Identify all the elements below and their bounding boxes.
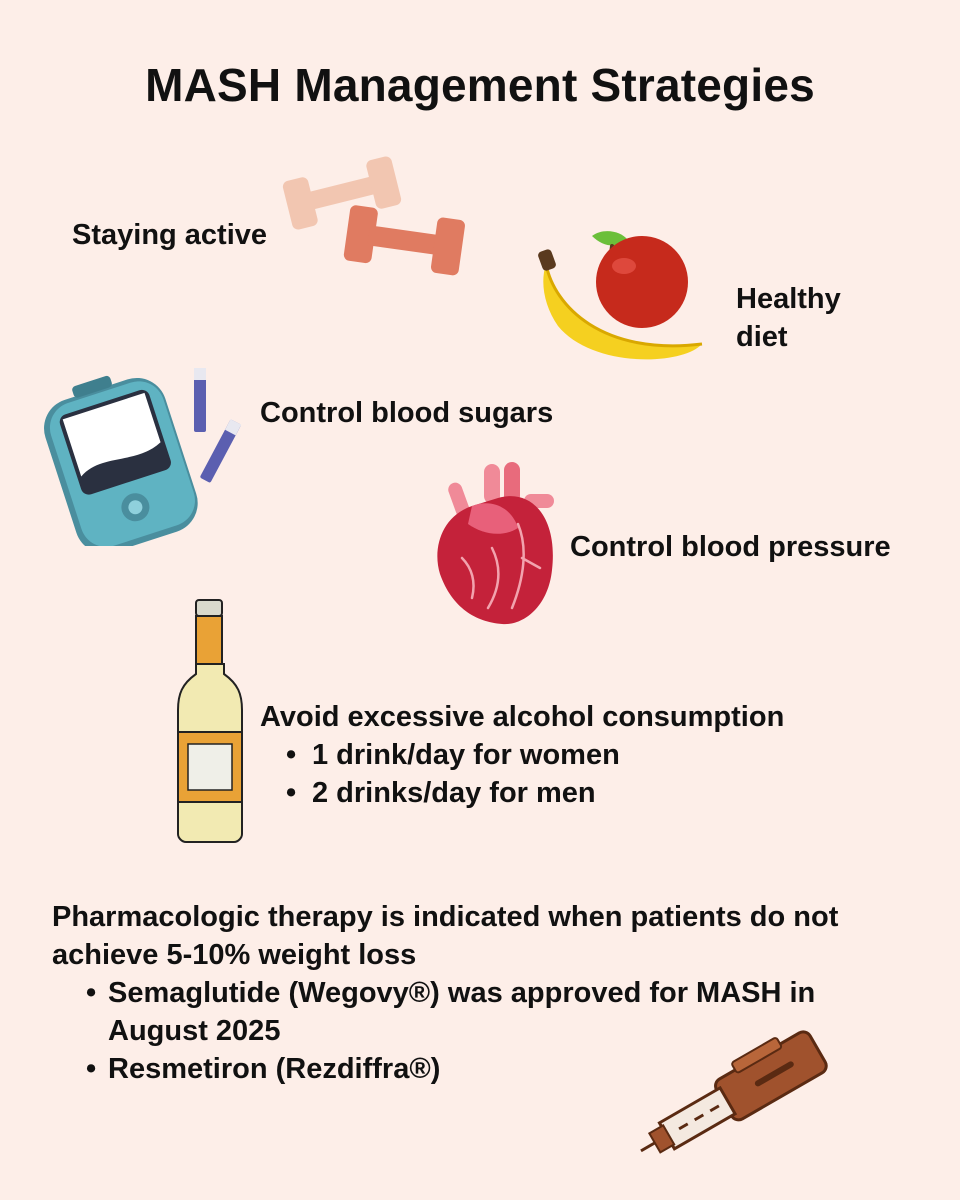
alcohol-list: 1 drink/day for women 2 drinks/day for m… — [282, 736, 784, 812]
injection-pen-icon — [626, 1026, 842, 1164]
alcohol-section: Avoid excessive alcohol consumption 1 dr… — [260, 698, 784, 812]
list-item: 2 drinks/day for men — [282, 774, 784, 812]
list-item: Semaglutide (Wegovy®) was approved for M… — [82, 974, 868, 1050]
healthy-diet-label: Healthy diet — [736, 283, 841, 353]
pharmacologic-section: Pharmacologic therapy is indicated when … — [52, 898, 912, 1088]
pharmacologic-intro: Pharmacologic therapy is indicated when … — [52, 901, 839, 971]
control-blood-pressure-label: Control blood pressure — [570, 531, 891, 563]
alcohol-heading: Avoid excessive alcohol consumption — [260, 701, 785, 733]
glucometer-icon — [44, 360, 250, 546]
control-blood-sugars-label: Control blood sugars — [260, 397, 554, 429]
wine-bottle-icon — [174, 598, 246, 844]
list-item: Resmetiron (Rezdiffra®) — [82, 1050, 912, 1088]
staying-active-label: Staying active — [72, 219, 268, 251]
apple-banana-icon — [532, 226, 712, 371]
list-item: 1 drink/day for women — [282, 736, 784, 774]
heart-icon — [432, 458, 562, 630]
dumbbells-icon — [282, 148, 472, 278]
page-title: MASH Management Strategies — [145, 59, 815, 111]
pharmacologic-list: Semaglutide (Wegovy®) was approved for M… — [82, 974, 912, 1088]
